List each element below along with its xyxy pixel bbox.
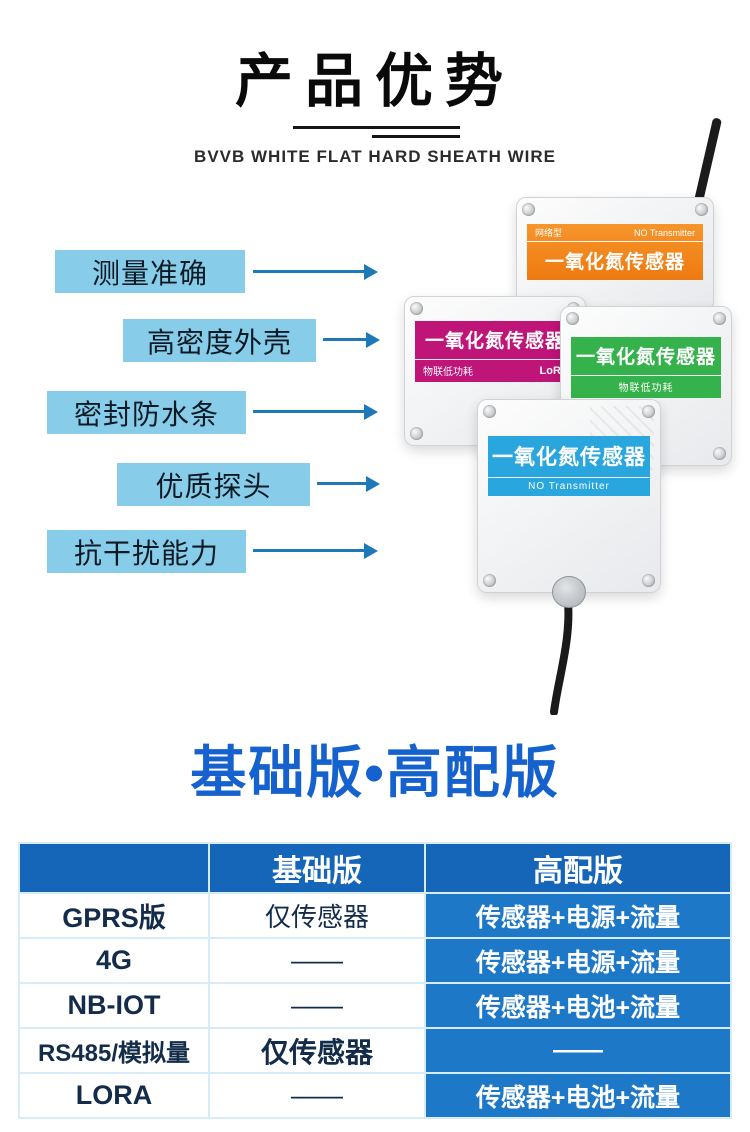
device-label-band: 一氧化氮传感器 物联低功耗 LoRa: [415, 321, 575, 382]
table-row-label: NB-IOT: [20, 984, 208, 1027]
comparison-section-title: 基础版•高配版: [190, 741, 560, 804]
feature-pill-high-density-shell: 高密度外壳: [123, 319, 316, 362]
table-row-label: GPRS版: [20, 894, 208, 937]
screw-icon: [695, 203, 708, 216]
table-header-premium: 高配版: [426, 844, 730, 892]
feature-pill-quality-probe: 优质探头: [117, 463, 310, 506]
table-cell: 仅传感器: [210, 894, 424, 937]
table-cell: 仅传感器: [210, 1029, 424, 1072]
screw-icon: [483, 405, 496, 418]
page-title: 产品优势: [234, 49, 515, 114]
sensor-device-lora: 一氧化氮传感器 物联低功耗 LoRa: [404, 296, 586, 446]
table-cell-highlight: 传感器+电池+流量: [426, 1074, 730, 1117]
title-divider-line: [293, 126, 460, 129]
screw-icon: [522, 203, 535, 216]
page-subtitle: BVVB WHITE FLAT HARD SHEATH WIRE: [194, 147, 556, 166]
device-subtitle: 物联低功耗: [423, 367, 473, 378]
table-cell: ——: [210, 1074, 424, 1117]
device-subtitle: 物联低功耗: [571, 375, 721, 398]
title-divider-line: [372, 135, 460, 138]
screw-icon: [642, 574, 655, 587]
feature-pill-accurate-measurement: 测量准确: [55, 250, 245, 293]
device-label-band: 一氧化氮传感器 物联低功耗: [571, 337, 721, 398]
cable: [550, 600, 573, 715]
device-label-band: 一氧化氮传感器 NO Transmitter: [488, 436, 650, 496]
feature-pill-anti-interference: 抗干扰能力: [47, 530, 246, 573]
arrow-right-icon: [253, 403, 378, 420]
device-name: 一氧化氮传感器: [424, 331, 565, 352]
table-header-corner: [20, 844, 208, 892]
screw-icon: [566, 312, 579, 325]
device-model-text: NO Transmitter: [633, 227, 695, 238]
table-row-label: 4G: [20, 939, 208, 982]
comparison-table: 基础版 高配版 GPRS版 仅传感器 传感器+电源+流量 4G —— 传感器+电…: [18, 842, 732, 1119]
screw-icon: [642, 405, 655, 418]
table-cell-highlight: 传感器+电池+流量: [426, 984, 730, 1027]
table-cell-highlight: ——: [426, 1029, 730, 1072]
device-name: 一氧化氮传感器: [544, 252, 685, 273]
table-cell-highlight: 传感器+电源+流量: [426, 939, 730, 982]
device-type-tag: 网络型: [535, 228, 563, 238]
sensor-device-network-type: 网络型 NO Transmitter 一氧化氮传感器: [516, 197, 714, 311]
device-name: 一氧化氮传感器: [492, 446, 646, 469]
table-cell: ——: [210, 984, 424, 1027]
sensor-device-front: 一氧化氮传感器 NO Transmitter: [477, 399, 661, 608]
screw-icon: [410, 427, 423, 440]
arrow-right-icon: [323, 331, 380, 348]
device-band-bottom-row: 物联低功耗 LoRa: [415, 359, 575, 382]
arrow-right-icon: [317, 475, 380, 492]
arrow-right-icon: [253, 263, 378, 280]
device-subtitle: NO Transmitter: [488, 477, 650, 496]
table-cell-highlight: 传感器+电源+流量: [426, 894, 730, 937]
screw-icon: [713, 312, 726, 325]
table-cell: ——: [210, 939, 424, 982]
table-row-label: RS485/模拟量: [20, 1029, 208, 1072]
feature-pill-sealed-waterproof-strip: 密封防水条: [47, 391, 246, 434]
screw-icon: [410, 302, 423, 315]
device-band-top-row: 网络型 NO Transmitter: [527, 224, 703, 242]
screw-icon: [713, 447, 726, 460]
screw-icon: [483, 574, 496, 587]
device-label-band: 网络型 NO Transmitter 一氧化氮传感器: [527, 224, 703, 280]
cable-gland: [552, 576, 586, 608]
table-header-basic: 基础版: [210, 844, 424, 892]
arrow-right-icon: [253, 542, 378, 559]
device-name: 一氧化氮传感器: [575, 347, 716, 368]
table-row-label: LORA: [20, 1074, 208, 1117]
